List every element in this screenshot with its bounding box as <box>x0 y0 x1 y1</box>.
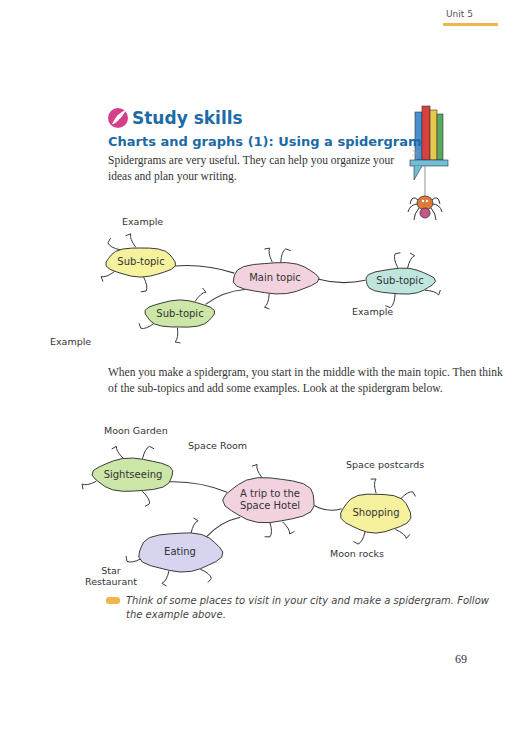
spider-connector <box>207 517 241 536</box>
example-label: Moon Garden <box>104 425 194 436</box>
unit-bar <box>443 23 498 26</box>
bubble-leg <box>371 479 376 493</box>
topic-bubble: Eating <box>136 531 224 573</box>
bubble-text-holder: A trip to the Space Hotel <box>235 488 305 513</box>
bubble-leg <box>143 446 154 458</box>
bubble-leg <box>265 248 272 262</box>
connector-line <box>175 266 235 274</box>
bubble-text-holder: Sub-topic <box>376 275 423 288</box>
bubble-leg <box>141 277 147 292</box>
bubble-leg <box>252 464 261 477</box>
bubble-leg <box>386 294 395 307</box>
bubble-leg <box>354 532 365 544</box>
bubble-text-holder: Sub-topic <box>156 308 203 321</box>
bubble-leg <box>82 482 96 489</box>
example-label: Example <box>352 306 412 317</box>
bubble-text: Shopping <box>353 507 400 520</box>
bubble-shape <box>139 533 223 572</box>
bubble-shape <box>145 300 214 327</box>
example-label: Space Room <box>188 440 278 451</box>
topic-bubble: Sub-topic <box>363 267 436 296</box>
bubble-leg <box>281 249 290 262</box>
connector-line <box>207 517 241 536</box>
unit-label: Unit 5 <box>446 9 506 20</box>
bubble-shape <box>366 268 436 294</box>
topic-bubble: Sub-topic <box>143 299 216 329</box>
bubble-text-holder: Eating <box>164 546 196 559</box>
connector-line <box>206 289 245 304</box>
instruction-text: Think of some places to visit in your ci… <box>126 594 506 621</box>
study-skills-icon <box>108 108 128 128</box>
topic-bubble: Shopping <box>339 492 413 534</box>
page-number: 69 <box>455 652 485 666</box>
bubble-leg <box>112 446 123 458</box>
spider-connector <box>175 266 235 274</box>
spider-connector <box>314 505 341 510</box>
spider-connector <box>170 482 227 492</box>
spider-connector <box>318 279 366 283</box>
instruction-marker <box>106 597 120 604</box>
body-text: When you make a spidergram, you start in… <box>108 364 508 396</box>
bubble-text: Eating <box>164 546 196 559</box>
topic-bubble: A trip to the Space Hotel <box>222 476 318 524</box>
bubble-leg <box>264 294 269 309</box>
example-label: Example <box>122 216 182 227</box>
bubble-shape <box>92 458 173 491</box>
bubble-leg <box>401 492 416 499</box>
bubble-text-holder: Sightseeing <box>104 469 163 482</box>
body-text: Spidergrams are very useful. They can he… <box>108 152 408 184</box>
connector-line <box>318 279 366 283</box>
topic-bubble: Sub-topic <box>104 246 177 278</box>
bubble-leg <box>143 492 150 507</box>
bubble-leg <box>283 522 294 534</box>
bubble-text: A trip to the Space Hotel <box>235 488 305 513</box>
bubble-leg <box>408 253 415 268</box>
bookshelf-illustration <box>408 106 448 220</box>
bubble-text-holder: Main topic <box>249 272 301 285</box>
bubble-leg <box>108 239 120 250</box>
bubble-leg <box>394 253 400 268</box>
bubble-shape <box>223 478 314 523</box>
bubble-leg <box>139 323 154 328</box>
bubble-text: Sightseeing <box>104 469 163 482</box>
connector-line <box>314 505 341 510</box>
topic-bubble: Sightseeing <box>91 457 176 493</box>
example-label: Space postcards <box>346 459 446 470</box>
bubble-leg <box>195 288 206 301</box>
bubble-text: Sub-topic <box>117 256 164 269</box>
bubble-shape <box>233 263 319 294</box>
bubble-text: Sub-topic <box>376 275 423 288</box>
bubble-text: Main topic <box>249 272 301 285</box>
bubble-leg <box>126 234 135 247</box>
bubble-leg <box>191 518 198 533</box>
bubble-text-holder: Shopping <box>353 507 400 520</box>
bubble-leg <box>425 290 440 295</box>
example-label: Star Restaurant <box>76 565 146 588</box>
example-label: Example <box>50 336 110 347</box>
bubble-leg <box>162 571 169 586</box>
bubble-leg <box>101 272 114 281</box>
bubble-leg <box>396 530 410 539</box>
bubble-leg <box>201 569 212 582</box>
sub-heading: Charts and graphs (1): Using a spidergra… <box>108 134 438 150</box>
bubble-leg <box>265 523 272 537</box>
example-label: Moon rocks <box>330 548 410 559</box>
spider-connector <box>206 289 245 304</box>
bubble-shape <box>341 494 411 533</box>
bubble-text: Sub-topic <box>156 308 203 321</box>
connector-line <box>170 482 227 492</box>
bubble-leg <box>175 328 180 343</box>
bubble-shape <box>106 248 175 277</box>
topic-bubble: Main topic <box>230 261 320 295</box>
section-heading: Study skills <box>132 108 243 128</box>
bubble-text-holder: Sub-topic <box>117 256 164 269</box>
